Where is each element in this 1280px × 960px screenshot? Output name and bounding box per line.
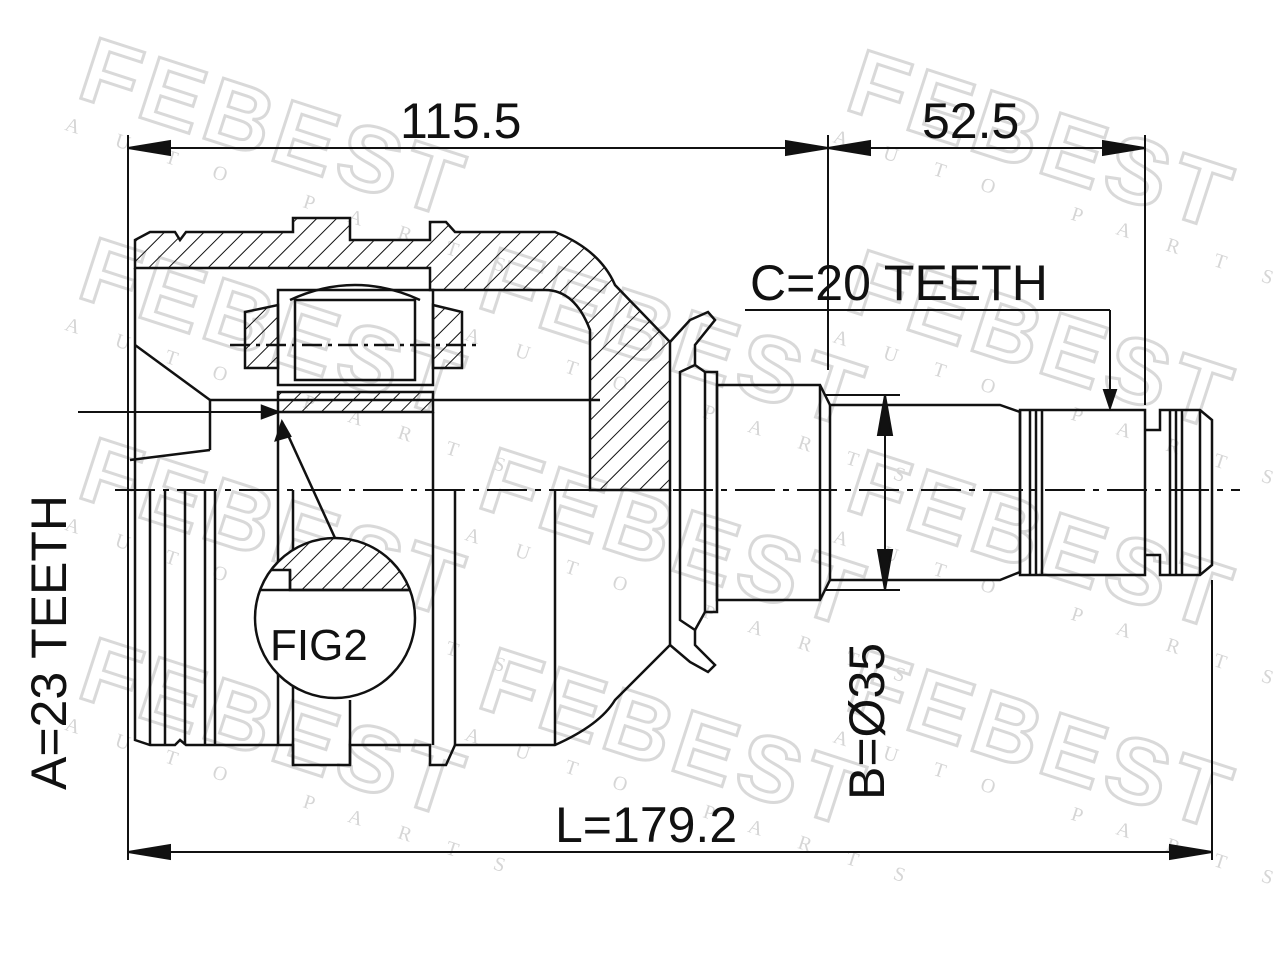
detail-fig2: FIG2: [78, 404, 430, 700]
dimension-shaft-diameter: B=Ø35: [839, 643, 895, 800]
dimension-outer-spline: C=20 TEETH: [750, 255, 1048, 311]
dimension-inner-spline: A=23 TEETH: [21, 495, 77, 790]
dimension-housing-length: 115.5: [400, 93, 521, 149]
output-shaft: [715, 383, 1214, 602]
watermark-brand: FEBEST: [469, 428, 880, 648]
watermark-brand: FEBEST: [837, 31, 1248, 251]
dimension-lines: [127, 139, 1213, 861]
detail-label: FIG2: [270, 621, 368, 670]
extension-lines: [127, 135, 1213, 860]
dimension-shaft-length: 52.5: [922, 93, 1019, 149]
roller-bearing: [230, 283, 480, 490]
watermark-brand: FEBEST: [837, 631, 1248, 851]
dimension-total-length: L=179.2: [555, 797, 737, 853]
